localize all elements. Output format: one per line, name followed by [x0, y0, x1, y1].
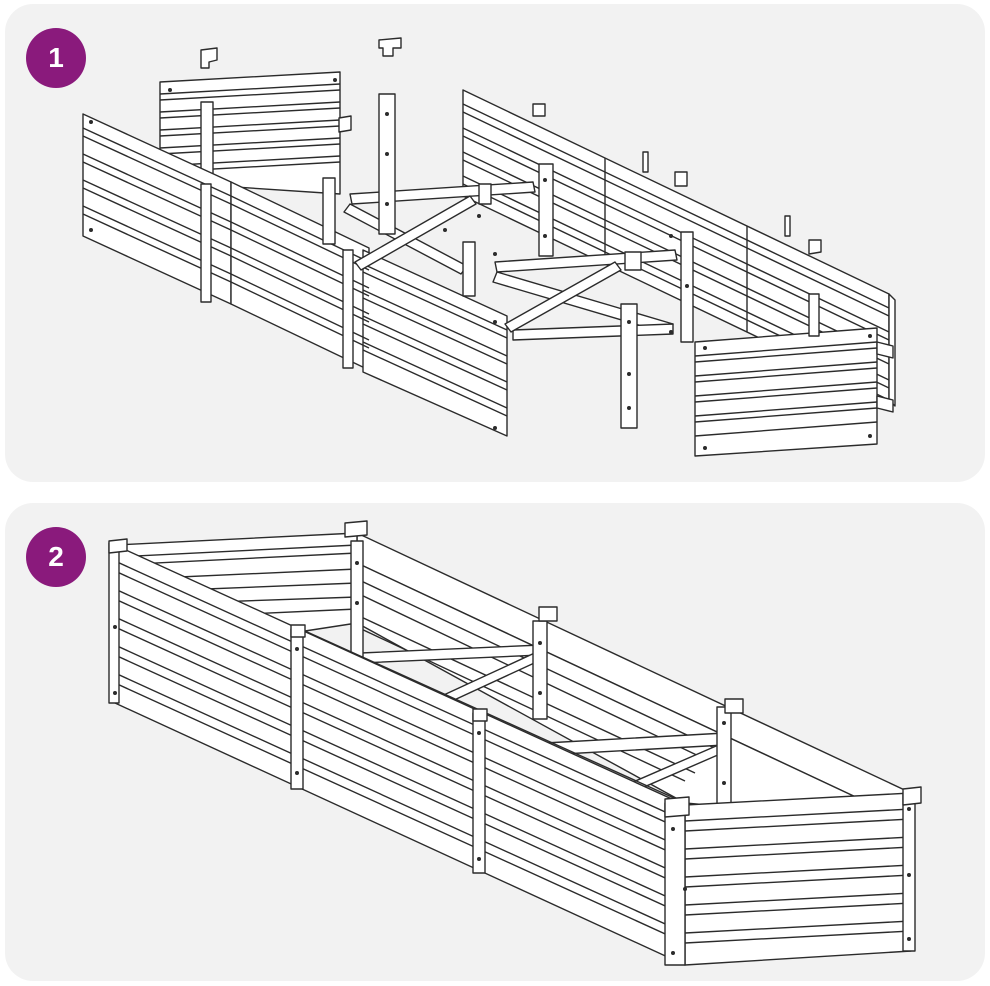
bolts	[89, 78, 872, 450]
exploded-raised-garden-bed-parts-icon	[82, 37, 896, 457]
front-long-panel	[82, 113, 508, 437]
front-short-panel	[694, 327, 878, 457]
back-short-panel	[159, 71, 341, 195]
bolts	[113, 561, 911, 955]
step-2-panel: 2	[5, 503, 985, 981]
step-1-badge: 1	[26, 28, 86, 88]
right-short-wall	[664, 792, 916, 966]
support-posts	[322, 93, 820, 429]
front-long-wall	[108, 542, 686, 966]
corner-clips	[200, 37, 822, 255]
step-2-badge: 2	[26, 527, 86, 587]
step-1-panel: 1	[5, 4, 985, 482]
inner-floor-edge	[304, 630, 686, 804]
assembled-raised-garden-bed-icon	[108, 520, 922, 966]
corner-clips	[108, 520, 922, 818]
panel-end-returns	[876, 293, 896, 413]
cross-brace-frame	[350, 540, 732, 806]
